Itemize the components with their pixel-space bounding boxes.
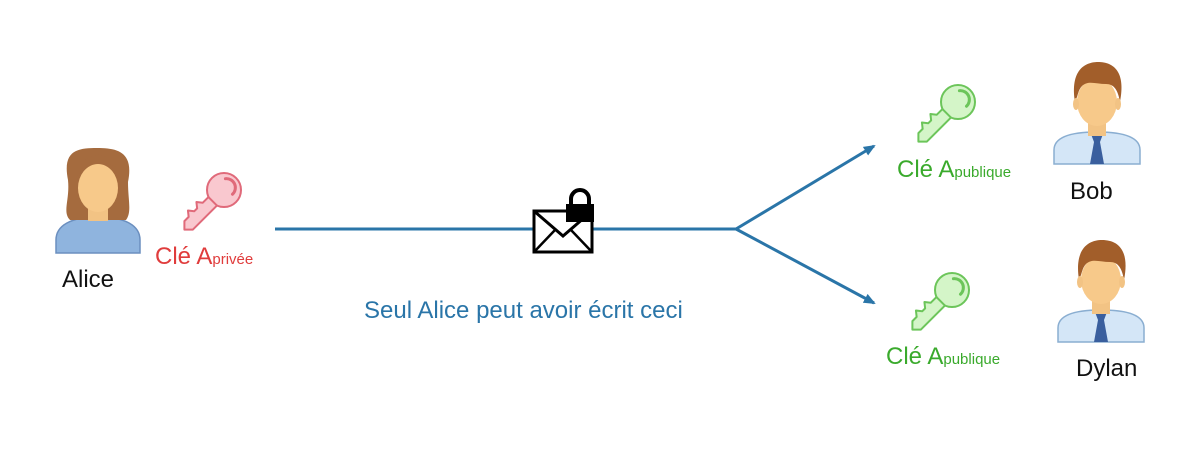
private-key-label: Clé Aprivée xyxy=(155,243,253,271)
alice-avatar-icon xyxy=(55,148,141,254)
message-caption: Seul Alice peut avoir écrit ceci xyxy=(364,297,683,324)
private-key-label-sub: privée xyxy=(212,251,254,268)
public-key-bob-label: Clé Apublique xyxy=(897,156,1011,184)
public-key-bob-icon xyxy=(917,84,976,143)
alice-name: Alice xyxy=(62,266,115,293)
public-key-dylan-label-sub: publique xyxy=(943,351,1001,368)
public-key-dylan-label-main: Clé A xyxy=(886,343,944,370)
arrow-to-bob xyxy=(735,144,876,231)
public-key-dylan-label: Clé Apublique xyxy=(886,343,1000,371)
public-key-dylan-icon xyxy=(911,272,970,331)
bob-name: Bob xyxy=(1070,178,1113,205)
bob-avatar-icon xyxy=(1053,62,1141,165)
private-key-icon xyxy=(183,172,242,231)
dylan-name: Dylan xyxy=(1076,355,1138,382)
dylan-avatar-icon xyxy=(1057,240,1145,343)
arrow-to-dylan xyxy=(735,227,876,305)
locked-envelope-icon xyxy=(532,188,594,254)
public-key-bob-label-main: Clé A xyxy=(897,156,955,183)
public-key-bob-label-sub: publique xyxy=(954,164,1012,181)
private-key-label-main: Clé A xyxy=(155,243,213,270)
